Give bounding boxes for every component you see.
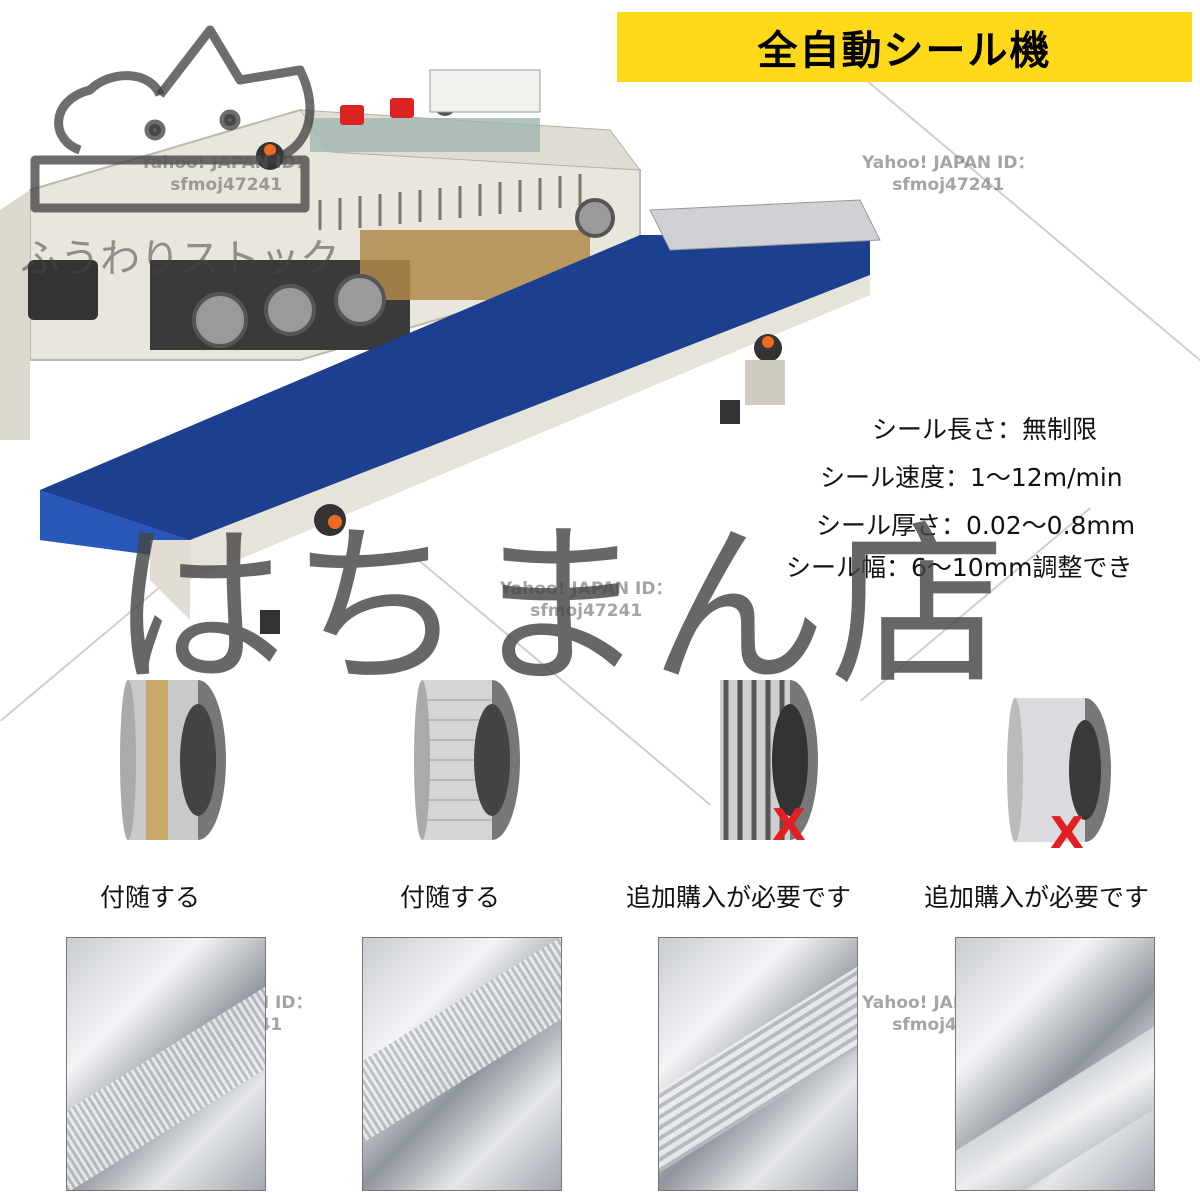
seal-band [67,973,265,1190]
seal-sample-photo [658,937,858,1191]
seal-band [956,1013,1154,1190]
watermark-id-line2: sfmoj47241 [170,175,283,195]
not-included-mark: X [772,800,806,851]
seal-sample-photo [66,937,266,1191]
roller-caption: 付随する [400,883,501,912]
embossed-date-roller-icon [120,680,226,840]
striped-roller-icon [720,680,818,840]
spec-seal-speed: シール速度：1〜12m/min [820,463,1123,492]
banner-title: 全自動シール機 [757,28,1052,74]
spec-seal-thickness: シール厚さ：0.02〜0.8mm [816,511,1136,540]
mesh-pattern-roller-icon [414,680,520,840]
sealing-machine-illustration [0,69,881,634]
store-logo-watermark: ふうわりストック [20,10,360,282]
seal-band [363,938,561,1143]
plain-roller-icon [1007,698,1111,842]
seal-band [659,953,857,1173]
watermark-id-line1: Yahoo! JAPAN ID： [500,579,673,599]
watermark-id: Yahoo! JAPAN ID： sfmoj47241 [862,152,1034,196]
store-logo-icon [30,25,315,213]
title-banner: 全自動シール機 [617,12,1192,82]
store-name-watermark: はちまん店 [110,505,1011,710]
watermark-id: Yahoo! JAPAN ID： sfmoj47241 [140,152,312,196]
spec-seal-length: シール長さ：無制限 [872,415,1098,444]
roller-caption: 付随する [100,883,201,912]
roller-caption: 追加購入が必要です [626,883,852,912]
store-logo-text: ふうわりストック [20,236,340,282]
roller-caption: 追加購入が必要です [924,883,1150,912]
watermark-id-line2: sfmoj47241 [530,601,643,621]
watermark-id-line2: sfmoj47241 [892,175,1005,195]
seal-sample-photo [362,937,562,1191]
watermark-id-line1: Yahoo! JAPAN ID： [140,153,313,173]
seal-sample-photo [955,937,1155,1191]
watermark-id: Yahoo! JAPAN ID： sfmoj47241 [500,578,672,622]
not-included-mark: X [1050,808,1084,859]
watermark-id-line1: Yahoo! JAPAN ID： [862,153,1035,173]
spec-seal-width: シール幅：6〜10mm調整でき [786,553,1133,582]
